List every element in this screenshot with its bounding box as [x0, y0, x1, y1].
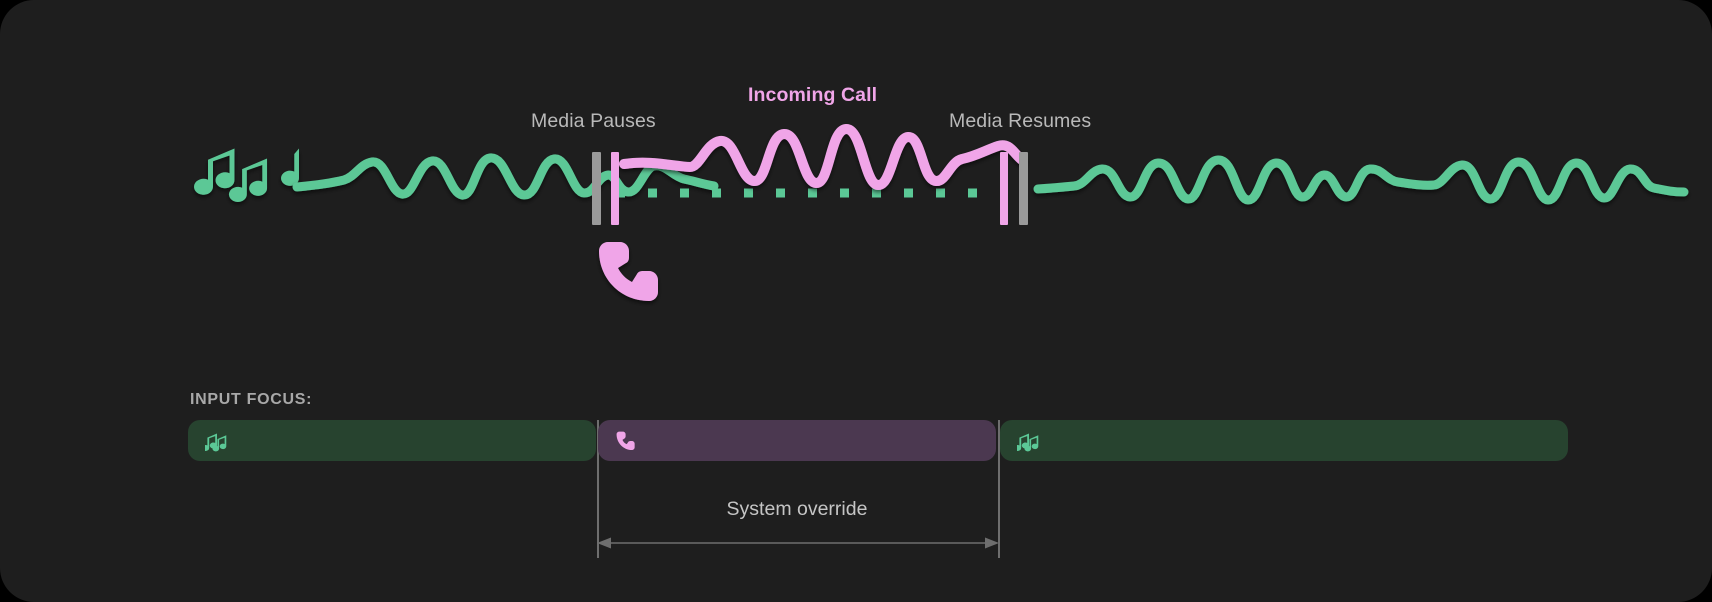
pause-marker-grey: [592, 152, 601, 225]
label-media-resumes: Media Resumes: [949, 110, 1092, 132]
phone-handset-icon: [615, 430, 637, 452]
label-incoming-call: Incoming Call: [748, 84, 878, 106]
label-media-pauses: Media Pauses: [531, 110, 656, 132]
timeline-svg: [194, 124, 1689, 301]
waveform-media-before: [292, 153, 719, 200]
pause-marker-pink: [611, 152, 619, 225]
override-guide-left: [597, 420, 599, 558]
focus-track-call[interactable]: [598, 420, 996, 461]
input-focus-heading: INPUT FOCUS:: [190, 391, 313, 408]
focus-track-media-before[interactable]: [188, 420, 596, 461]
audio-timeline: Media Pauses Incoming Call Media Resumes: [194, 84, 1689, 301]
override-guide-right: [998, 420, 1000, 558]
system-override-label: System override: [726, 498, 868, 520]
resume-marker-pink: [1000, 152, 1008, 225]
focus-track-media-after[interactable]: [1000, 420, 1568, 461]
music-notes-icon: [202, 430, 231, 452]
music-notes-icon: [1014, 430, 1043, 452]
input-focus-section: INPUT FOCUS:: [0, 330, 1712, 602]
waveform-media-after: [1033, 155, 1689, 205]
system-override-span-arrow: [597, 537, 999, 549]
music-notes-icon: [194, 148, 300, 202]
waveform-call: [619, 124, 1027, 190]
resume-marker-grey: [1019, 152, 1028, 225]
phone-handset-icon: [599, 242, 658, 301]
